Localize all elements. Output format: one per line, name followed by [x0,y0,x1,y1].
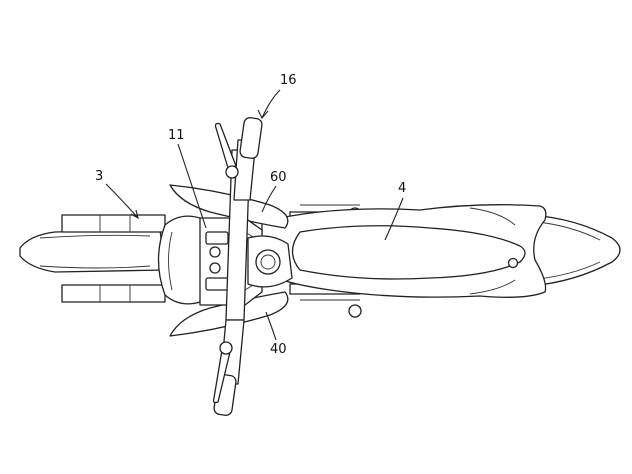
ref-3: 3 [95,169,103,184]
brake-lever [212,341,233,404]
label-11: 11 [168,128,207,229]
seat-tank-body [261,204,547,298]
clutch-lever [214,122,239,179]
headlight-shroud [157,215,206,305]
label-60: 60 [261,170,287,213]
label-40: 40 [265,311,287,357]
label-3: 3 [95,169,139,220]
label-16: 16 [257,73,297,119]
label-4: 4 [384,181,406,241]
front-fender [19,229,166,273]
ref-60: 60 [270,170,287,185]
handlebar [213,117,263,416]
ref-4: 4 [398,181,406,196]
ref-11: 11 [168,128,185,143]
ref-16: 16 [280,73,297,88]
ref-40: 40 [270,342,287,357]
radiator-shroud-upper [169,184,289,229]
instrument-pod [247,235,293,288]
